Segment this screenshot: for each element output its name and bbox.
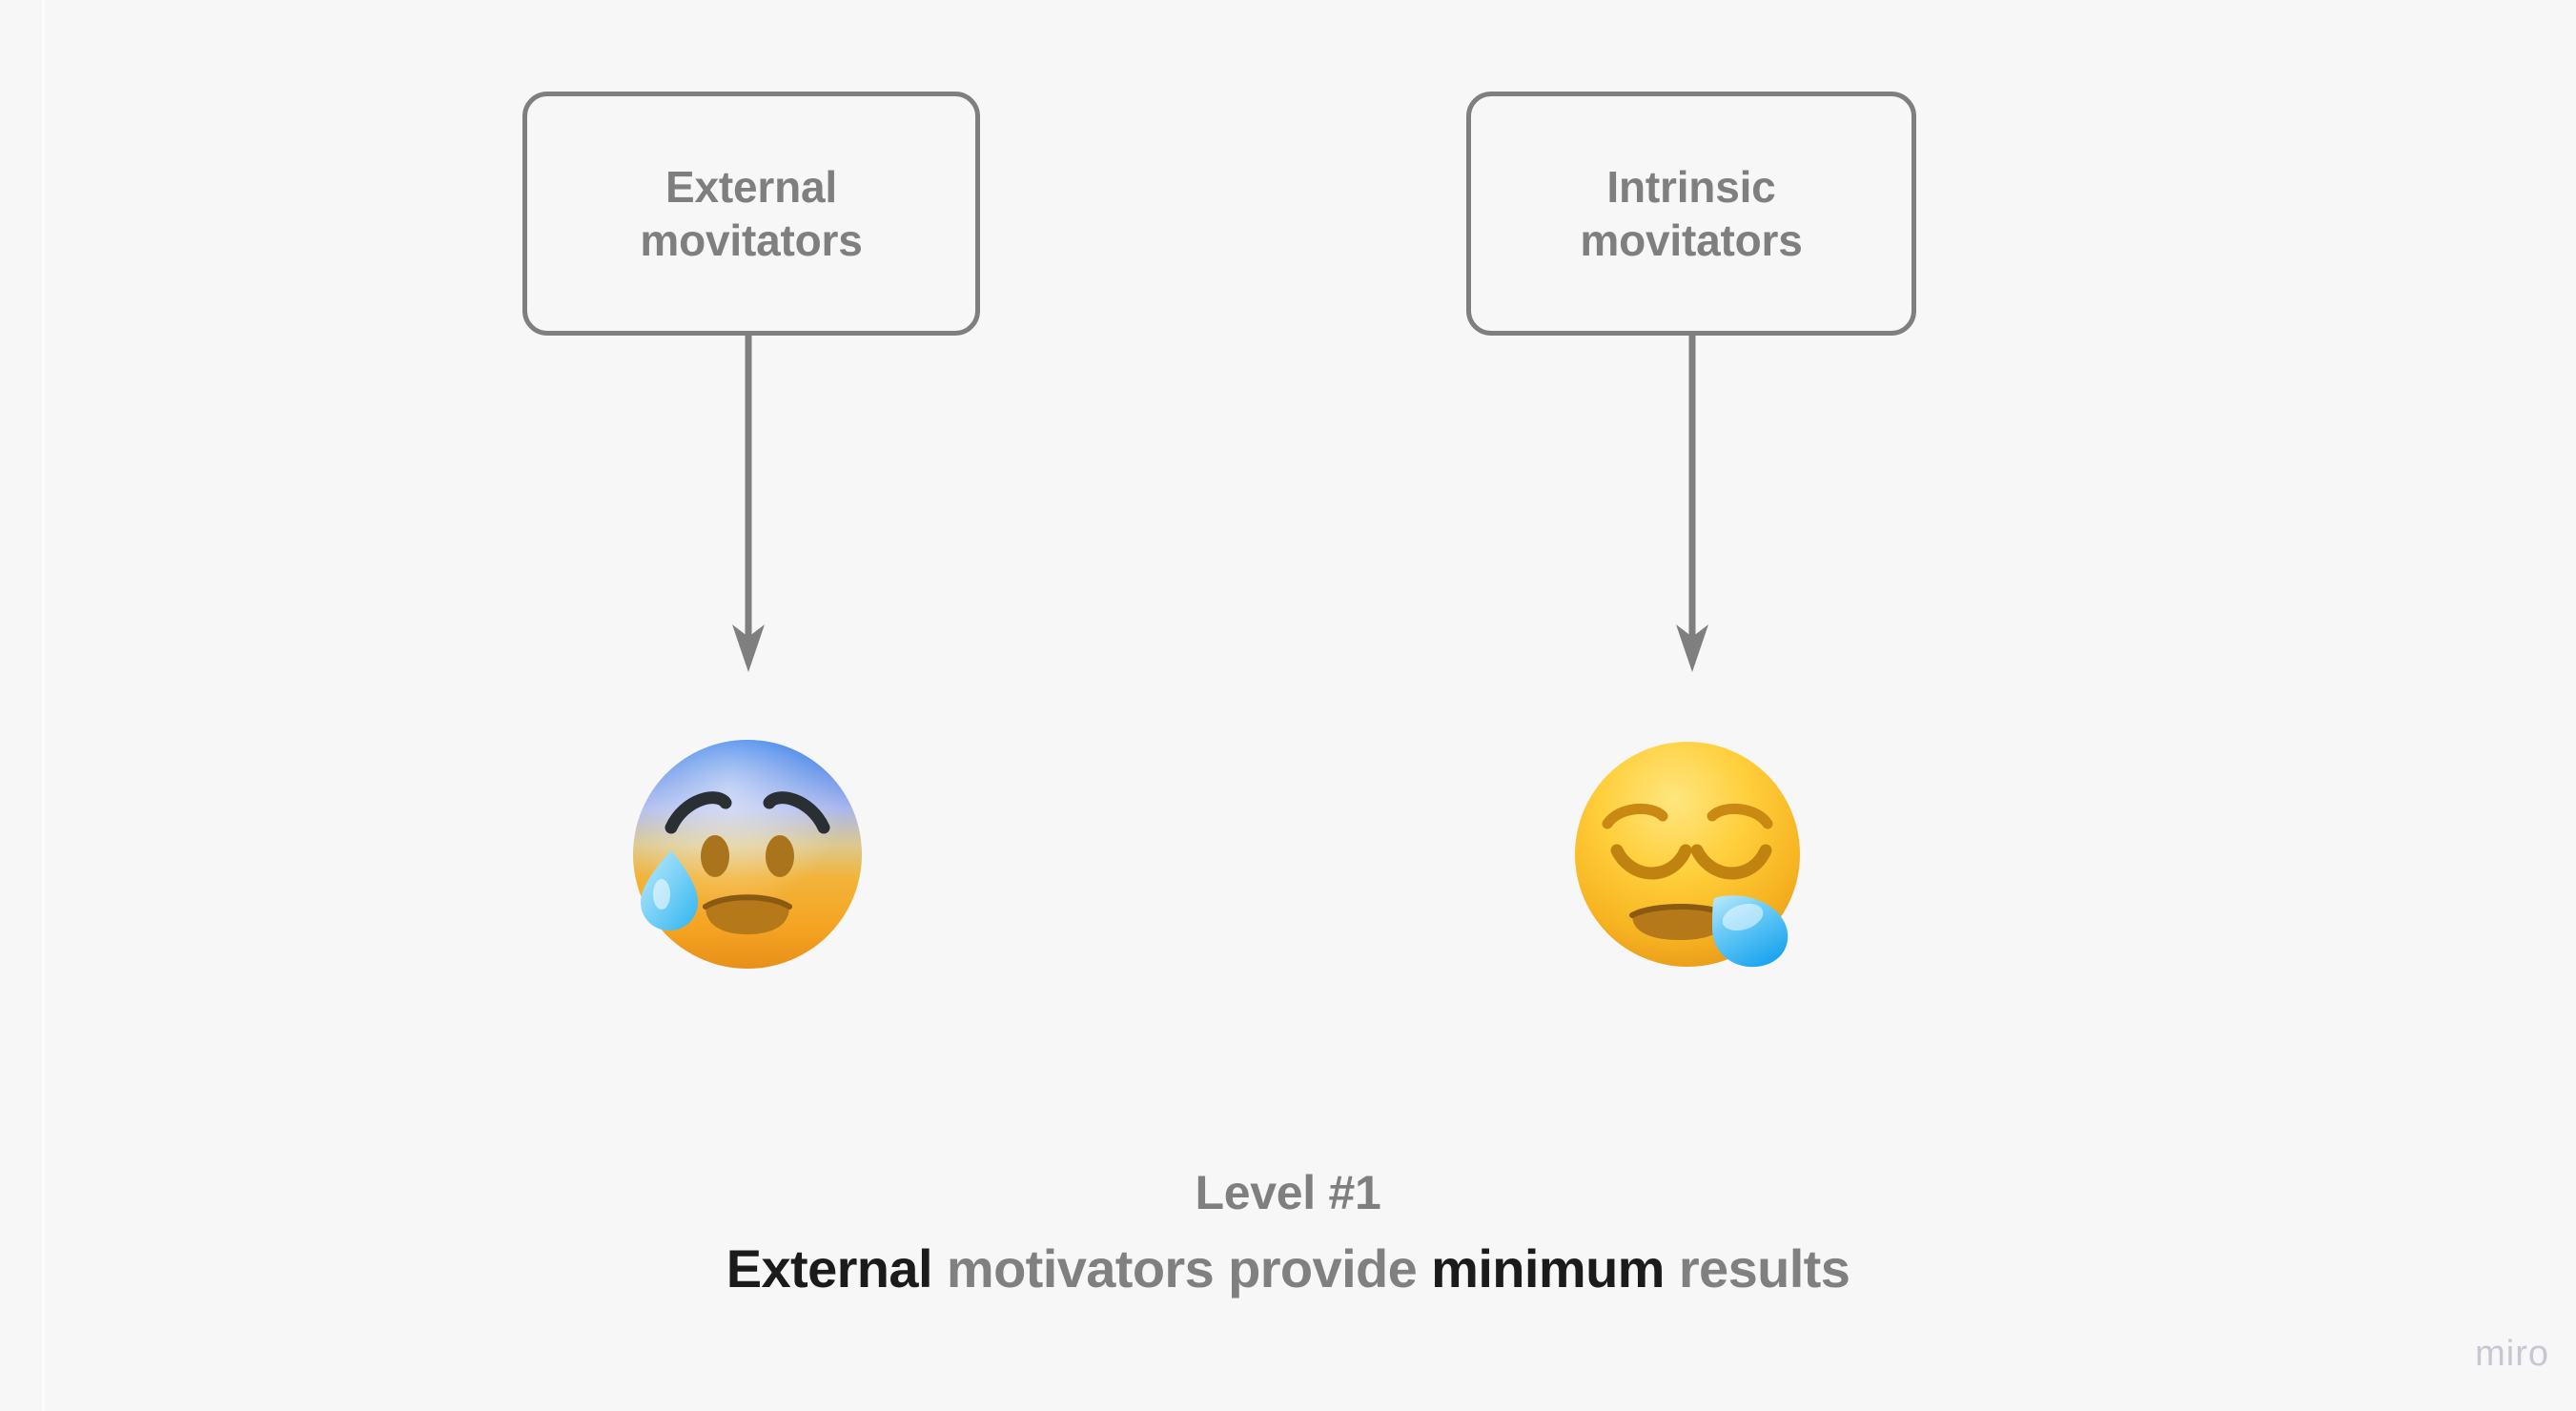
board-guide-line [42, 0, 45, 1411]
arrow-down-icon [1676, 334, 1708, 672]
node-external-movitators-label: External movitators [640, 161, 863, 265]
emoji-anxious-face-with-sweat[interactable] [629, 736, 866, 972]
node-intrinsic-movitators[interactable]: Intrinsic movitators [1466, 92, 1916, 336]
connector-arrow-external[interactable] [729, 334, 767, 672]
caption-statement: External motivators provide minimum resu… [0, 1237, 2576, 1300]
caption-part-minimum: minimum [1431, 1238, 1665, 1299]
caption-block: Level #1 External motivators provide min… [0, 1165, 2576, 1300]
caption-part-motivators-provide: motivators provide [931, 1238, 1432, 1299]
caption-part-results: results [1664, 1238, 1850, 1299]
connector-arrow-intrinsic[interactable] [1673, 334, 1711, 672]
caption-part-external: External [726, 1238, 933, 1299]
arrow-down-icon [732, 334, 765, 672]
node-external-movitators[interactable]: External movitators [522, 92, 980, 336]
anxious-face-with-sweat-icon [633, 740, 862, 969]
caption-level-label: Level #1 [1195, 1166, 1381, 1219]
emoji-sleepy-face[interactable] [1573, 736, 1809, 972]
sleepy-face-icon [1575, 742, 1800, 968]
node-intrinsic-movitators-label: Intrinsic movitators [1580, 161, 1803, 265]
miro-watermark: miro [2475, 1334, 2549, 1374]
